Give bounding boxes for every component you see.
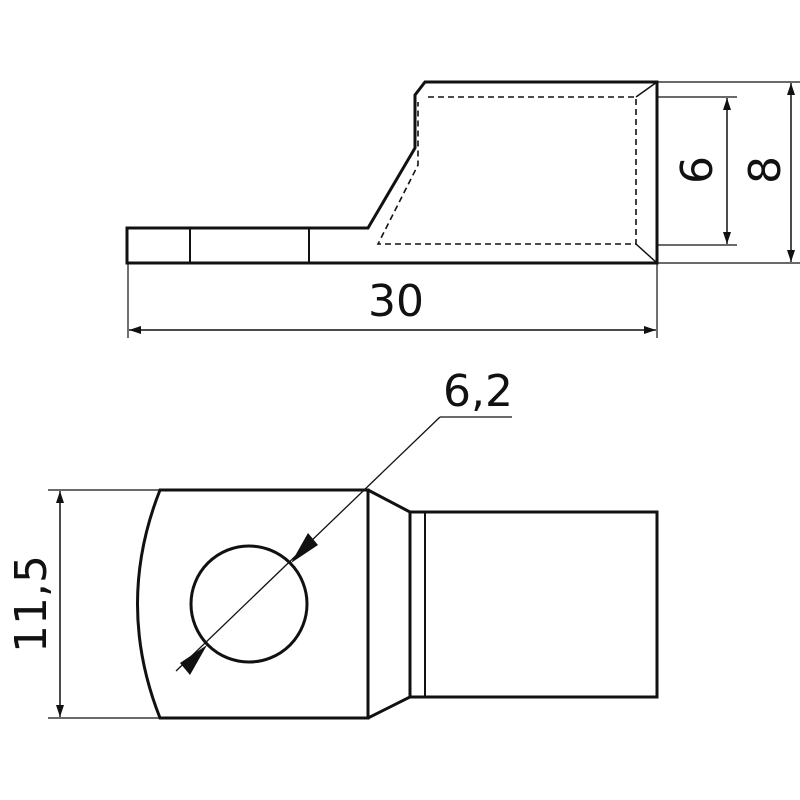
side-hidden-bore [376, 96, 637, 245]
dim-label-30: 30 [368, 276, 424, 327]
dim-label-6: 6 [672, 156, 723, 184]
side-view [125, 80, 800, 338]
diameter-arrow-top [291, 533, 318, 563]
dim-label-11-5: 11,5 [6, 555, 57, 653]
top-bolt-hole [189, 544, 309, 664]
side-chamfer-top [635, 81, 658, 98]
dim-label-6-2: 6,2 [443, 366, 513, 417]
top-palm-outline [136, 488, 370, 720]
top-barrel [408, 510, 659, 699]
side-chamfer-bottom [635, 243, 658, 264]
top-view [48, 416, 659, 720]
diameter-arrow-bottom [180, 645, 207, 675]
side-outline [125, 80, 659, 265]
top-taper [367, 488, 412, 720]
dim-label-8: 8 [740, 156, 791, 184]
